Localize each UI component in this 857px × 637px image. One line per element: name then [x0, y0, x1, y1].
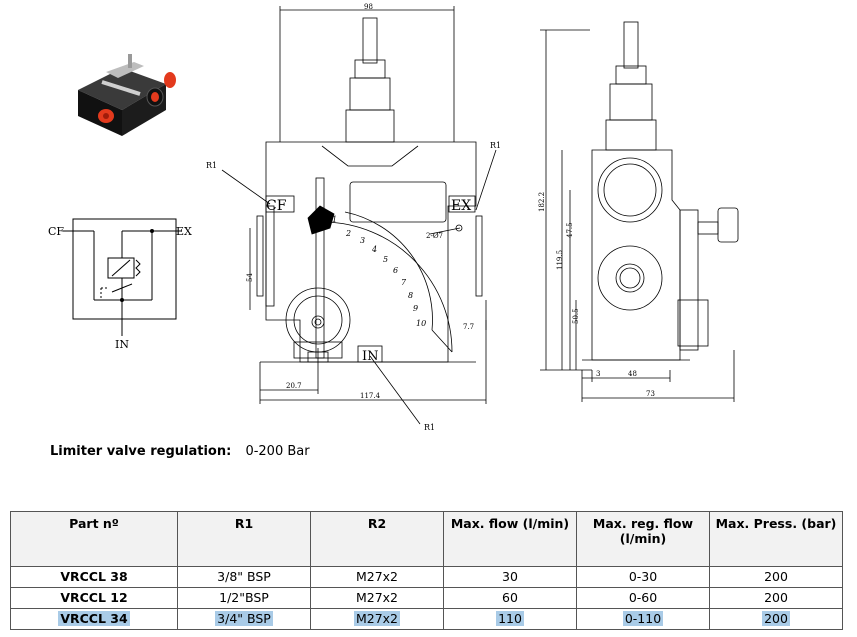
dim-width-bottom: 117.4 — [360, 392, 381, 400]
header-max-flow: Max. flow (l/min) — [443, 511, 577, 567]
dim-73: 73 — [646, 390, 655, 398]
port-cf-label: CF — [266, 198, 287, 214]
cell-max-press: 200 — [709, 566, 843, 588]
scale-mark: 3 — [360, 236, 365, 245]
dim-left-offset: 20.7 — [286, 382, 302, 390]
cell-max-press: 200 — [709, 587, 843, 609]
scale-mark: 8 — [408, 291, 413, 300]
port-in-label: IN — [362, 349, 379, 364]
cell-part-no: VRCCL 34 — [58, 611, 130, 626]
cell-r1: 3/8" BSP — [177, 566, 311, 588]
cell-r1: 1/2"BSP — [177, 587, 311, 609]
cell-max-flow: 60 — [443, 587, 577, 609]
schematic-cf-label: CF — [48, 225, 64, 238]
scale-mark: 9 — [413, 304, 418, 313]
dim-119: 119.5 — [556, 250, 564, 270]
cell-r2: M27x2 — [310, 587, 444, 609]
table-row-highlighted: VRCCL 34 3/4" BSP M27x2 110 0-110 200 — [10, 608, 843, 630]
scale-mark: 10 — [416, 319, 426, 328]
regulation-info: Limiter valve regulation: 0-200 Bar — [50, 444, 310, 459]
schematic-ex-label: EX — [176, 225, 192, 238]
scale-mark: 4 — [371, 245, 377, 254]
cell-max-reg-flow: 0-30 — [576, 566, 710, 588]
dim-height-left: 54 — [246, 273, 254, 282]
port-ex-label: EX — [451, 198, 471, 214]
table-row: VRCCL 12 1/2"BSP M27x2 60 0-60 200 — [10, 587, 843, 609]
scale-mark: 7 — [401, 278, 407, 287]
cell-max-press: 200 — [762, 611, 790, 626]
dim-right-small: 7.7 — [463, 323, 474, 331]
scale-mark: 2 — [345, 229, 351, 238]
schematic-in-label: IN — [115, 338, 129, 351]
cell-max-reg-flow: 0-60 — [576, 587, 710, 609]
scale-mark: 5 — [383, 255, 388, 264]
scale-mark: 6 — [393, 266, 398, 275]
dim-width-top: 98 — [364, 3, 373, 11]
dim-50: 50.5 — [572, 308, 580, 324]
regulation-label: Limiter valve regulation: — [50, 444, 232, 459]
cell-part-no: VRCCL 12 — [10, 587, 178, 609]
r1-top-left: R1 — [206, 161, 217, 170]
table-header-row: Part nº R1 R2 Max. flow (l/min) Max. reg… — [10, 511, 843, 567]
table-row: VRCCL 38 3/8" BSP M27x2 30 0-30 200 — [10, 566, 843, 588]
spec-table: Part nº R1 R2 Max. flow (l/min) Max. reg… — [10, 511, 843, 630]
hydraulic-schematic: CF EX IN — [48, 218, 192, 351]
cell-r2: M27x2 — [310, 566, 444, 588]
hole-note: 2-Ø7 — [426, 232, 443, 240]
regulation-value: 0-200 Bar — [245, 444, 310, 459]
cell-r1: 3/4" BSP — [215, 611, 273, 626]
scale-mark: 1 — [332, 215, 337, 224]
dim-47: 47.5 — [566, 222, 574, 238]
cell-max-flow: 110 — [496, 611, 524, 626]
header-r1: R1 — [177, 511, 311, 567]
r1-bottom: R1 — [424, 423, 435, 432]
cell-part-no: VRCCL 38 — [10, 566, 178, 588]
dim-total-height: 182.2 — [538, 192, 546, 212]
side-view-drawing: 182.2 119.5 47.5 50.5 3 48 73 — [538, 21, 739, 402]
header-part-no: Part nº — [10, 511, 178, 567]
product-photo — [78, 54, 176, 136]
header-max-reg-flow: Max. reg. flow (l/min) — [576, 511, 710, 567]
cell-max-reg-flow: 0-110 — [622, 611, 664, 626]
cell-max-flow: 30 — [443, 566, 577, 588]
front-view-drawing: 98 117.4 20.7 54 7.7 R1 R1 R1 CF EX IN 2… — [206, 3, 501, 432]
header-r2: R2 — [310, 511, 444, 567]
dim-3: 3 — [596, 370, 600, 378]
r1-top-right: R1 — [490, 141, 501, 150]
dim-48: 48 — [628, 370, 637, 378]
cell-r2: M27x2 — [353, 611, 401, 626]
header-max-press: Max. Press. (bar) — [709, 511, 843, 567]
